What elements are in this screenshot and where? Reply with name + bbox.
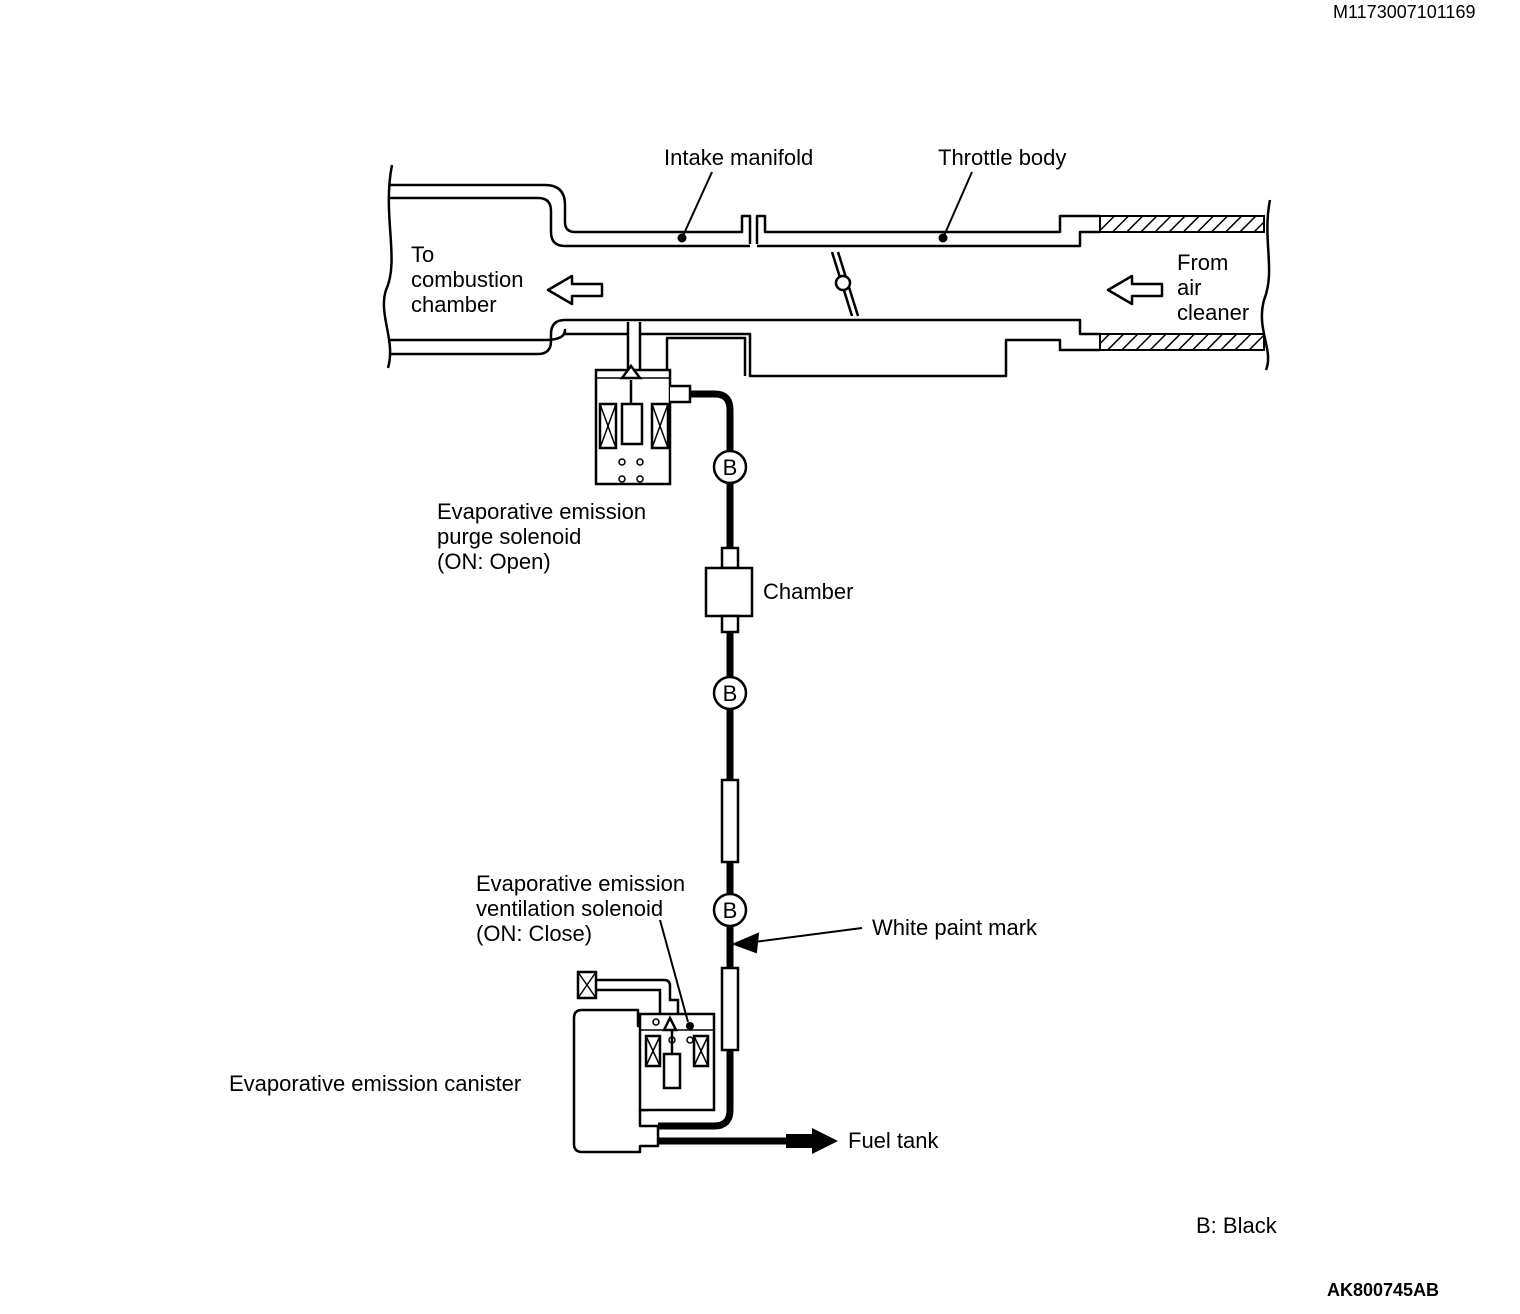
svg-text:B: B (723, 681, 738, 706)
chamber-component (704, 546, 754, 634)
upper-inner-wall (389, 196, 1100, 248)
svg-text:B: B (723, 455, 738, 480)
ventilation-solenoid-label: Evaporative emission ventilation solenoi… (476, 871, 686, 946)
leader-lines (659, 171, 973, 1023)
black-hose-marker: B (712, 892, 748, 928)
intake-manifold-label: Intake manifold (664, 145, 814, 170)
hose-sleeve-upper (720, 778, 740, 864)
to-combustion-chamber-label: To combustion chamber (411, 242, 524, 317)
throttle-body-label: Throttle body (938, 145, 1067, 170)
ventilation-solenoid (638, 1012, 716, 1112)
white-paint-mark-label: White paint mark (872, 915, 1038, 940)
fuel-tank-arrow-icon (786, 1128, 838, 1154)
upper-outer-wall (389, 183, 1100, 244)
canister-label: Evaporative emission canister (229, 1071, 522, 1096)
air-cleaner-duct-lower (1099, 333, 1265, 351)
legend: B: Black (1196, 1213, 1277, 1238)
purge-solenoid (594, 322, 692, 486)
air-vent-filter (576, 970, 680, 1014)
svg-text:B: B (723, 898, 738, 923)
chamber-label: Chamber (763, 579, 854, 604)
hose-sleeve-lower (720, 966, 740, 1052)
lower-outer-wall (389, 328, 1100, 378)
to-combustion-arrow-icon (546, 274, 604, 306)
purge-solenoid-label: Evaporative emission purge solenoid (ON:… (437, 499, 647, 574)
from-air-cleaner-arrow-icon (1106, 274, 1164, 306)
fuel-tank-label: Fuel tank (848, 1128, 939, 1153)
black-hose-marker: B (712, 449, 748, 485)
black-hose-marker: B (712, 675, 748, 711)
intake-tract (382, 164, 1272, 378)
throttle-body-casting (665, 336, 747, 376)
left-break-line (382, 164, 394, 369)
figure-code: AK800745AB (1327, 1280, 1440, 1300)
from-air-cleaner-label: From air cleaner (1177, 250, 1250, 325)
right-break-line (1260, 199, 1272, 371)
lower-inner-wall (389, 318, 1100, 356)
air-cleaner-duct-upper (1099, 215, 1265, 233)
throttle-valve (830, 251, 860, 317)
document-code: M1173007101169 (1333, 2, 1476, 22)
evap-canister (572, 1008, 660, 1154)
